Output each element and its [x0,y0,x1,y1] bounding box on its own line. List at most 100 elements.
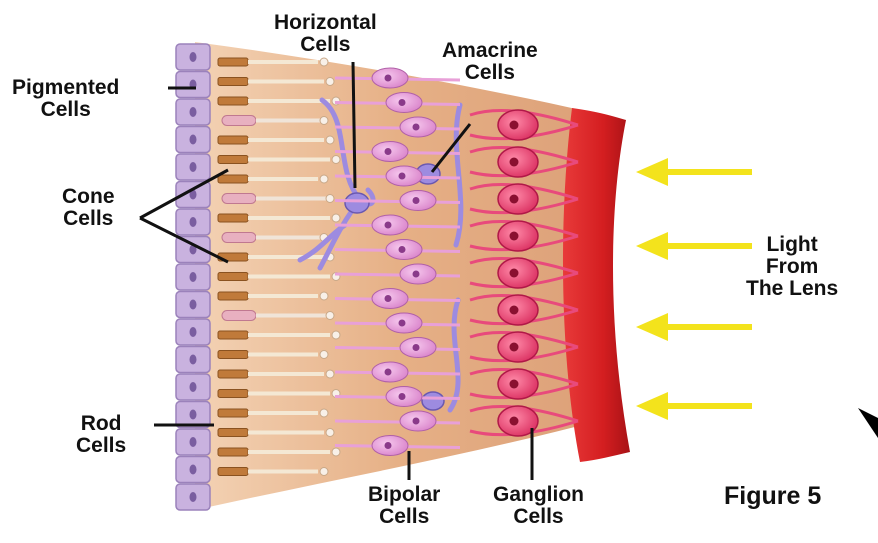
rod-cell [218,409,248,417]
label-amacrine-cells: AmacrineCells [442,40,538,84]
horizontal-cell-body [345,193,369,213]
pigmented-cell-nucleus [190,52,197,62]
synaptic-terminal [332,331,340,339]
pointer-arrow-fragment [858,408,878,438]
synaptic-terminal [326,312,334,320]
synaptic-terminal [320,351,328,359]
pigmented-cell-layer [176,44,210,510]
horizontal-leader [353,62,355,188]
light-arrow-head [636,232,668,260]
rod-cell [218,58,248,66]
bipolar-process [335,348,460,350]
synaptic-terminal [326,78,334,86]
rod-axon [248,60,318,64]
ganglion-nucleus [510,306,519,315]
rod-cell [218,214,248,222]
pigmented-cell-nucleus [190,300,197,310]
rod-cell [218,292,248,300]
rod-axon [248,372,324,376]
rod-cell [218,429,248,437]
pigmented-cell-nucleus [190,382,197,392]
rod-axon [248,275,330,279]
bipolar-nucleus [385,369,392,376]
light-arrow-head [636,158,668,186]
bipolar-nucleus [413,124,420,131]
rod-axon [248,216,330,220]
bipolar-nucleus [413,271,420,278]
ganglion-nucleus [510,417,519,426]
rod-axon [248,138,324,142]
rod-axon [248,255,324,259]
light-arrow-head [636,313,668,341]
cone-cell [222,194,256,204]
ganglion-nucleus [510,121,519,130]
ganglion-nucleus [510,343,519,352]
bipolar-nucleus [399,320,406,327]
synaptic-terminal [332,156,340,164]
synaptic-terminal [320,58,328,66]
rod-cell [218,175,248,183]
cone-cell [222,233,256,243]
rod-axon [248,177,318,181]
rod-axon [248,353,318,357]
pigmented-cell-nucleus [190,217,197,227]
light-arrow-shaft [660,403,752,409]
bipolar-nucleus [385,75,392,82]
rod-axon [248,333,330,337]
ganglion-nucleus [510,195,519,204]
bipolar-process [335,274,460,276]
ganglion-nucleus [510,380,519,389]
synaptic-terminal [326,195,334,203]
amacrine-cell-body [422,392,444,410]
label-rod-cells: RodCells [76,413,126,457]
cone-cell [222,311,256,321]
pigmented-cell-nucleus [190,437,197,447]
synaptic-terminal [320,117,328,125]
rod-cell [218,273,248,281]
rod-axon [248,80,324,84]
bipolar-nucleus [399,393,406,400]
rod-axon [248,431,324,435]
rod-cell [218,156,248,164]
bipolar-nucleus [413,418,420,425]
synaptic-terminal [320,175,328,183]
rod-cell [218,448,248,456]
bipolar-nucleus [413,344,420,351]
synaptic-terminal [326,429,334,437]
bipolar-nucleus [385,222,392,229]
light-arrow-shaft [660,169,752,175]
bipolar-nucleus [399,99,406,106]
ganglion-nucleus [510,232,519,241]
pigmented-cell-nucleus [190,272,197,282]
synaptic-terminal [320,468,328,476]
rod-axon [248,411,318,415]
ganglion-nucleus [510,269,519,278]
bipolar-nucleus [399,173,406,180]
bipolar-nucleus [413,197,420,204]
pigmented-cell-nucleus [190,492,197,502]
light-arrow-head [636,392,668,420]
rod-axon [248,450,330,454]
cone-axon [256,314,332,318]
ganglion-nucleus [510,158,519,167]
rod-cell [218,370,248,378]
pigmented-cell-nucleus [190,162,197,172]
rod-cell [218,331,248,339]
bipolar-nucleus [385,442,392,449]
rod-cell [218,97,248,105]
rod-axon [248,392,330,396]
bipolar-process [335,201,460,203]
pigmented-cell-nucleus [190,410,197,420]
synaptic-terminal [326,370,334,378]
rod-axon [248,158,330,162]
pigmented-cell-nucleus [190,327,197,337]
bipolar-process [335,421,460,423]
pigmented-cell-nucleus [190,135,197,145]
synaptic-terminal [332,448,340,456]
rod-cell [218,78,248,86]
rod-cell [218,468,248,476]
